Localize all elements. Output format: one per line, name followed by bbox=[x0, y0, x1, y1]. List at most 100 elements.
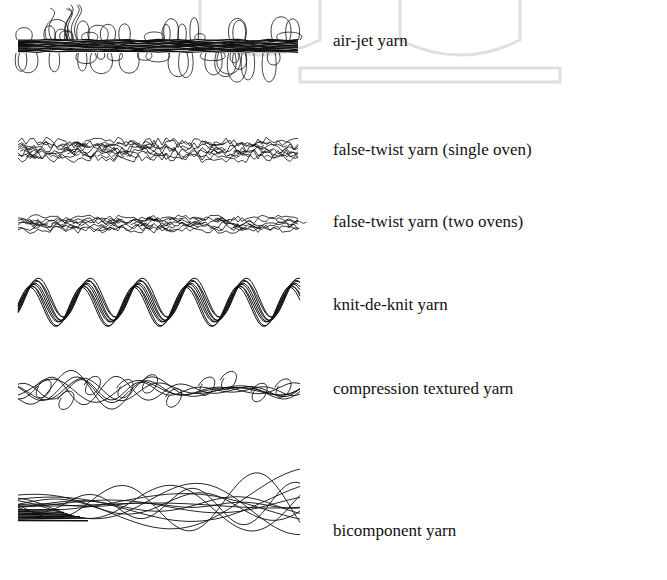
fibre-stroke bbox=[65, 8, 72, 40]
fibre-stroke bbox=[18, 44, 298, 46]
fibre-stroke bbox=[71, 5, 79, 40]
fibre-stroke bbox=[213, 142, 225, 145]
fibre-stroke bbox=[162, 25, 170, 40]
fibre-stroke bbox=[100, 227, 112, 230]
fibre-stroke bbox=[210, 228, 222, 231]
fibre-stroke bbox=[27, 221, 39, 224]
fibre-stroke bbox=[230, 53, 239, 63]
fibre-stroke bbox=[131, 223, 143, 226]
fibre-stroke bbox=[18, 287, 300, 322]
fibre-stroke bbox=[102, 142, 114, 145]
fibre-stroke bbox=[78, 53, 87, 71]
fibre-stroke bbox=[234, 151, 246, 154]
fibre-stroke bbox=[271, 17, 291, 40]
fibre-stroke bbox=[164, 19, 179, 40]
fibre-stroke bbox=[18, 469, 300, 529]
fibre-stroke bbox=[97, 53, 104, 59]
fibre-stroke bbox=[195, 34, 205, 40]
fibre-stroke bbox=[18, 40, 298, 42]
fibre-stroke bbox=[141, 145, 153, 148]
fibre-stroke bbox=[75, 4, 82, 40]
fibre-stroke bbox=[49, 8, 55, 40]
fibre-stroke bbox=[18, 143, 298, 152]
fibre-stroke bbox=[186, 226, 198, 229]
fibre-stroke bbox=[77, 21, 89, 40]
fibre-stroke bbox=[18, 49, 298, 51]
fibre-stroke bbox=[277, 32, 302, 40]
fibre-stroke bbox=[58, 391, 74, 409]
fibre-stroke bbox=[18, 485, 300, 531]
fibre-stroke bbox=[262, 53, 276, 82]
fibre-stroke bbox=[18, 371, 300, 410]
fibre-stroke bbox=[18, 379, 300, 402]
fibre-stroke bbox=[150, 219, 162, 222]
fibre-stroke bbox=[119, 53, 139, 73]
fibre-stroke bbox=[18, 46, 298, 48]
fibre-stroke bbox=[18, 509, 60, 511]
yarn-label: compression textured yarn bbox=[333, 380, 513, 399]
false-twist-single-yarn bbox=[18, 137, 298, 163]
fibre-stroke bbox=[82, 32, 98, 40]
fibre-stroke bbox=[180, 146, 192, 149]
fibre-stroke bbox=[231, 227, 243, 230]
fibre-stroke bbox=[144, 32, 164, 40]
fibre-stroke bbox=[97, 155, 109, 158]
yarn-label: knit-de-knit yarn bbox=[333, 296, 448, 315]
fibre-stroke bbox=[276, 218, 288, 221]
fibre-stroke bbox=[190, 218, 202, 221]
fibre-stroke bbox=[70, 144, 82, 147]
fibre-stroke bbox=[258, 141, 270, 144]
fibre-stroke bbox=[63, 225, 75, 228]
fibre-stroke bbox=[29, 222, 41, 225]
fibre-stroke bbox=[18, 41, 298, 43]
fibre-stroke bbox=[164, 147, 176, 150]
fibre-stroke bbox=[286, 147, 298, 150]
fibre-stroke bbox=[163, 225, 175, 228]
yarn-label: bicomponent yarn bbox=[333, 522, 456, 541]
fibre-stroke bbox=[145, 152, 157, 155]
fibre-stroke bbox=[192, 221, 204, 224]
fibre-stroke bbox=[18, 520, 88, 522]
fibre-stroke bbox=[227, 53, 246, 82]
fibre-stroke bbox=[117, 379, 133, 397]
fibre-stroke bbox=[280, 152, 292, 155]
fibre-stroke bbox=[141, 375, 157, 393]
fibre-stroke bbox=[179, 222, 191, 225]
fibre-stroke bbox=[228, 155, 240, 158]
fibre-stroke bbox=[226, 222, 238, 225]
fibre-stroke bbox=[51, 223, 63, 226]
yarn-label: air-jet yarn bbox=[333, 32, 408, 51]
fibre-stroke bbox=[18, 284, 300, 321]
fibre-stroke bbox=[239, 154, 251, 157]
fibre-stroke bbox=[214, 147, 226, 150]
fibre-stroke bbox=[265, 155, 277, 158]
fibre-stroke bbox=[67, 153, 79, 156]
fibre-stroke bbox=[159, 227, 171, 230]
fibre-stroke bbox=[243, 223, 255, 226]
fibre-stroke bbox=[18, 51, 298, 52]
fibre-stroke bbox=[18, 278, 300, 317]
fibre-stroke bbox=[49, 53, 60, 72]
fibre-stroke bbox=[82, 154, 94, 157]
fibre-stroke bbox=[143, 142, 155, 145]
fibre-stroke bbox=[18, 47, 298, 48]
fibre-stroke bbox=[179, 53, 194, 78]
fibre-stroke bbox=[233, 20, 246, 40]
fibre-stroke bbox=[168, 53, 188, 77]
knit-de-knit-yarn bbox=[18, 278, 300, 326]
fibre-stroke bbox=[35, 379, 51, 397]
false-twist-double-yarn bbox=[18, 215, 307, 234]
fibre-stroke bbox=[18, 473, 300, 531]
fibre-stroke bbox=[18, 482, 300, 524]
fibre-stroke bbox=[18, 483, 300, 534]
fibre-stroke bbox=[250, 226, 262, 229]
fibre-stroke bbox=[165, 389, 181, 407]
fibre-stroke bbox=[146, 53, 170, 62]
fibre-stroke bbox=[169, 218, 181, 221]
fibre-stroke bbox=[275, 379, 291, 397]
fibre-stroke bbox=[215, 53, 237, 77]
fibre-stroke bbox=[178, 24, 186, 40]
fibre-stroke bbox=[18, 286, 300, 326]
fibre-stroke bbox=[18, 50, 298, 52]
